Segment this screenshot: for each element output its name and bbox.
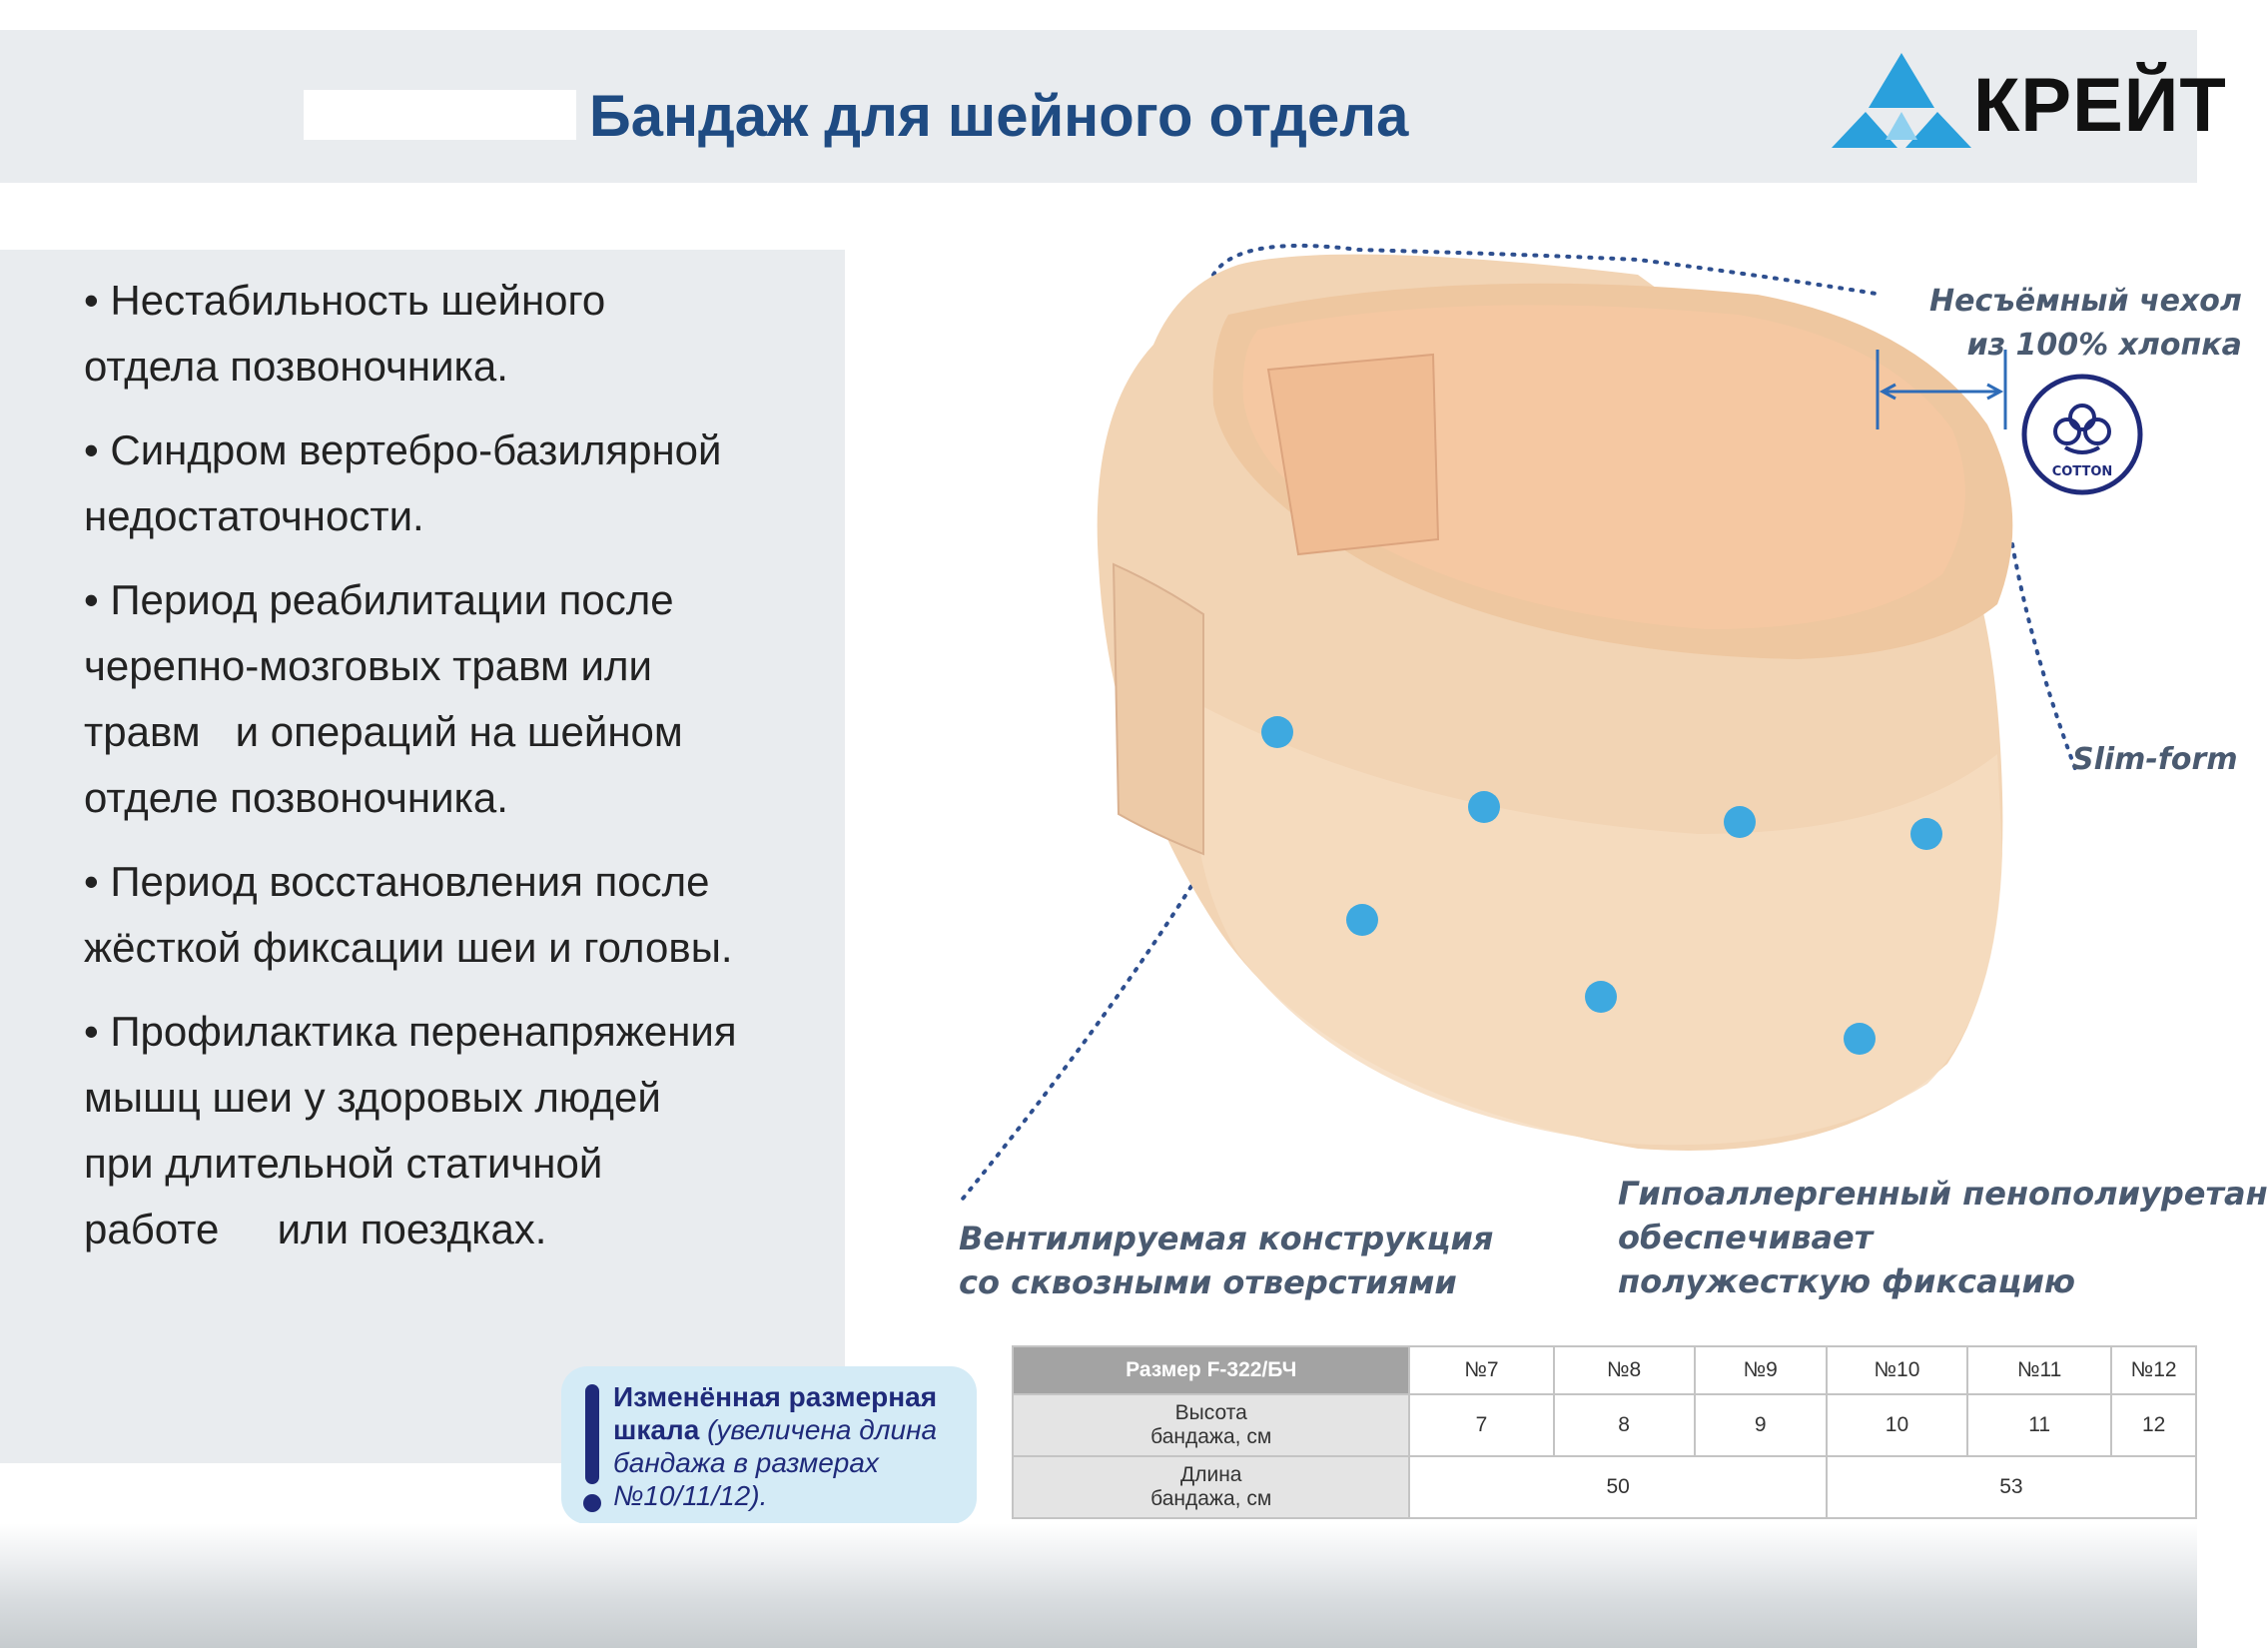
indication-item: • Период реабилитации после черепно-мозг…	[84, 576, 683, 821]
note-dot	[583, 1494, 601, 1512]
collar-illustration	[957, 243, 2079, 1206]
length-cell-large: 53	[1825, 1455, 2198, 1519]
scale-note-italic: (увеличена длина бандажа в размерах №10/…	[613, 1414, 938, 1511]
scale-note-bold: Изменённая размерная шкала	[613, 1381, 938, 1445]
indication-item: • Синдром вертебро-базилярной недостаточ…	[84, 426, 722, 539]
page-title: Бандаж для шейного отдела	[589, 84, 1409, 149]
callout-vent-line1: Вентилируемая конструкция	[959, 1220, 1494, 1257]
callout-slim: Slim-form	[2072, 742, 2238, 777]
height-label: Высота бандажа, см	[1011, 1393, 1411, 1457]
size-row: Размер F-322/БЧ №7 №8 №9 №10 №11 №12	[1011, 1345, 2197, 1395]
cotton-badge-label: COTTON	[2052, 464, 2113, 479]
height-cell: 9	[1693, 1393, 1828, 1457]
callout-foam-line3: полужесткую фиксацию	[1618, 1262, 2075, 1300]
indication-item: • Нестабильность шейного отдела позвоноч…	[84, 277, 606, 390]
size-table: Размер F-322/БЧ №7 №8 №9 №10 №11 №12 Выс…	[1011, 1345, 2198, 1519]
size-scale-note: Изменённая размерная шкала (увеличена дл…	[561, 1366, 977, 1524]
size-cell: №11	[1966, 1345, 2113, 1395]
background-sea-strip	[0, 1523, 2197, 1648]
length-label: Длина бандажа, см	[1011, 1455, 1411, 1519]
callout-cover: Несъёмный чехол из 100% хлопка	[1929, 280, 2242, 368]
vent-holes	[1261, 716, 1942, 1055]
indications-panel	[0, 250, 845, 1463]
logo-triangles-icon	[1832, 53, 1971, 148]
height-row: Высота бандажа, см 7 8 9 10 11 12	[1011, 1393, 2197, 1457]
height-cell: 12	[2110, 1393, 2197, 1457]
brand-logo: КРЕЙТ	[1832, 50, 2226, 150]
title-mask	[304, 90, 576, 140]
collar-slim-dotted-line	[2010, 542, 2079, 776]
height-cell: 7	[1408, 1393, 1555, 1457]
indication-item: • Профилактика перенапряжения мышц шеи у…	[84, 1008, 737, 1252]
callout-foam-line1: Гипоаллергенный пенополиуретан	[1618, 1175, 2268, 1213]
size-cell: №7	[1408, 1345, 1555, 1395]
height-cell: 8	[1552, 1393, 1696, 1457]
collar-side-strap	[1112, 562, 1204, 856]
callout-ventilation: Вентилируемая конструкция со сквозными о…	[959, 1217, 1493, 1304]
collar-front-face	[1193, 704, 2002, 1146]
length-cell-small: 50	[1408, 1455, 1828, 1519]
size-cell: №10	[1825, 1345, 1969, 1395]
callout-cover-line2: из 100% хлопка	[1966, 328, 2242, 363]
size-header-label: Размер F-322/БЧ	[1011, 1345, 1411, 1395]
scale-note-text: Изменённая размерная шкала (увеличена дл…	[613, 1380, 963, 1512]
collar-velcro-patch	[1266, 353, 1440, 556]
callout-foam: Гипоаллергенный пенополиуретан обеспечив…	[1618, 1172, 2268, 1303]
size-cell: №8	[1552, 1345, 1696, 1395]
collar-cover-dotted-line	[1211, 243, 1885, 297]
size-cell: №12	[2110, 1345, 2197, 1395]
slim-width-marker	[1876, 350, 2007, 429]
callout-vent-line2: со сквозными отверстиями	[959, 1263, 1457, 1301]
indication-item: • Период восстановления после жёсткой фи…	[84, 858, 733, 971]
note-bar	[585, 1384, 599, 1484]
logo-text: КРЕЙТ	[1973, 63, 2227, 148]
callout-foam-line2: обеспечивает	[1618, 1219, 1874, 1256]
length-row: Длина бандажа, см 50 53	[1011, 1455, 2198, 1519]
indications-list: • Нестабильность шейного отдела позвоноч…	[84, 268, 843, 1280]
height-cell: 10	[1825, 1393, 1969, 1457]
callout-cover-line1: Несъёмный чехол	[1929, 284, 2242, 319]
cotton-icon: COTTON	[2021, 374, 2143, 495]
height-cell: 11	[1966, 1393, 2113, 1457]
size-cell: №9	[1693, 1345, 1828, 1395]
